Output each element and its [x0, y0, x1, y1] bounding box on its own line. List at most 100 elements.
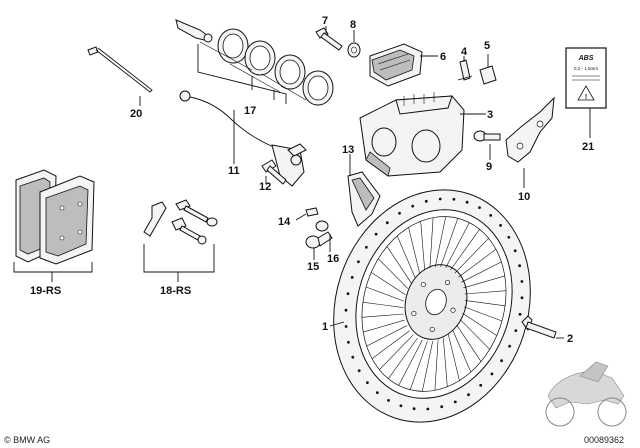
disc-spoke	[396, 235, 416, 279]
disc-hole	[465, 200, 469, 204]
disc-hole	[411, 204, 415, 208]
copyright-text: © BMW AG	[4, 435, 50, 445]
disc-hole	[385, 221, 389, 225]
brake-disc-1-part	[333, 189, 531, 423]
disc-hole	[365, 245, 368, 249]
disc-spoke	[362, 301, 404, 308]
hub-bolt-hole	[420, 281, 426, 288]
disc-spoke	[429, 217, 434, 269]
disc-hole	[489, 214, 493, 217]
sensor-holder-13-part	[347, 171, 381, 227]
disc-spoke	[448, 334, 460, 381]
disc-hole	[344, 308, 348, 312]
disc-spoke	[422, 341, 433, 392]
pin-set-18-part	[143, 199, 218, 245]
bolt-7-part	[315, 27, 343, 51]
disc-spoke	[398, 339, 423, 386]
disc-hole	[350, 276, 354, 279]
disc-hole	[478, 206, 481, 210]
bleed-valve-4-part	[457, 59, 473, 81]
hub-bolt-hole	[429, 326, 435, 332]
disc-spoke	[388, 337, 418, 379]
disc-hole	[351, 355, 355, 359]
bleed-cap-5-part	[479, 65, 497, 85]
disc-spoke	[378, 258, 409, 289]
disc-spoke	[361, 313, 404, 318]
disc-hole	[438, 197, 442, 201]
disc-spoke	[365, 286, 405, 302]
label-19: 19-RS	[30, 285, 61, 297]
disc-spoke	[371, 272, 406, 295]
disc-hole	[426, 407, 430, 411]
disc-spoke	[452, 329, 472, 373]
bushing-15-part	[305, 231, 333, 249]
bracket-10-part	[505, 96, 555, 163]
sticker-spec: 0,2 - 1,5mm	[574, 66, 598, 71]
disc-hole	[375, 391, 379, 394]
svg-text:!: !	[585, 94, 587, 101]
disc-spoke	[379, 334, 414, 370]
label-17: 17	[244, 105, 256, 117]
label-6: 6	[440, 51, 446, 63]
disc-spoke	[464, 290, 507, 295]
cable-tie-part	[87, 46, 153, 93]
disc-spoke	[459, 319, 490, 350]
label-8: 8	[350, 19, 356, 31]
disc-spoke	[458, 249, 497, 278]
disc-spoke	[450, 229, 480, 271]
label-16: 16	[327, 253, 339, 265]
disc-hole	[346, 292, 350, 296]
disc-hole	[452, 197, 456, 201]
washer-8-part	[347, 42, 361, 58]
sticker-brand: ABS	[578, 55, 594, 62]
brake-pads-6-part	[369, 43, 423, 87]
grommet-16-part	[315, 220, 329, 232]
disc-hole	[412, 407, 416, 411]
label-18: 18-RS	[160, 285, 191, 297]
disc-hole	[399, 404, 403, 408]
label-12: 12	[259, 181, 271, 193]
disc-hole	[387, 399, 390, 402]
label-4: 4	[461, 46, 468, 58]
label-1: 1	[322, 321, 328, 333]
disc-hole	[518, 264, 521, 268]
disc-hole	[344, 325, 348, 328]
disc-spoke	[409, 341, 428, 390]
disc-spoke	[371, 330, 410, 359]
disc-hole	[518, 312, 522, 316]
bolt-9-part	[473, 130, 501, 142]
motorcycle-thumbnail	[534, 360, 634, 430]
disc-hole	[357, 260, 360, 264]
abs-sticker-21-part: ABS 0,2 - 1,5mm !	[565, 47, 607, 109]
screw-14-part	[305, 207, 319, 217]
label-9: 9	[486, 161, 492, 173]
disc-hole	[514, 329, 518, 332]
disc-hole	[347, 340, 350, 344]
disc-spoke	[456, 324, 482, 362]
disc-holes	[344, 197, 524, 411]
brake-pad-set-19-part	[15, 169, 95, 265]
disc-hole	[507, 235, 511, 239]
disc-hole	[490, 372, 494, 376]
label-14: 14	[278, 216, 291, 228]
part-labels: 1 2 3 4 5 6 7 8 9 10 11 12 13 14 15 16 1…	[30, 15, 594, 345]
disc-bolt-2-part	[521, 315, 557, 339]
label-11: 11	[228, 165, 240, 177]
label-13: 13	[342, 144, 354, 156]
disc-hole	[467, 393, 470, 397]
disc-hole	[513, 249, 517, 253]
disc-hole	[508, 344, 511, 348]
label-15: 15	[307, 261, 319, 273]
disc-spoke	[464, 300, 506, 307]
disc-spoke	[440, 218, 459, 267]
hub-bolt-hole	[450, 307, 456, 313]
disc-hole	[500, 359, 503, 363]
disc-hole	[499, 224, 502, 227]
disc-spoke	[454, 238, 489, 274]
disc-hole	[479, 383, 483, 387]
disc-hole	[520, 280, 524, 283]
disc-spoke	[386, 246, 412, 284]
image-number: 00089362	[584, 435, 624, 445]
disc-spoke	[363, 319, 405, 333]
label-5: 5	[484, 40, 490, 52]
